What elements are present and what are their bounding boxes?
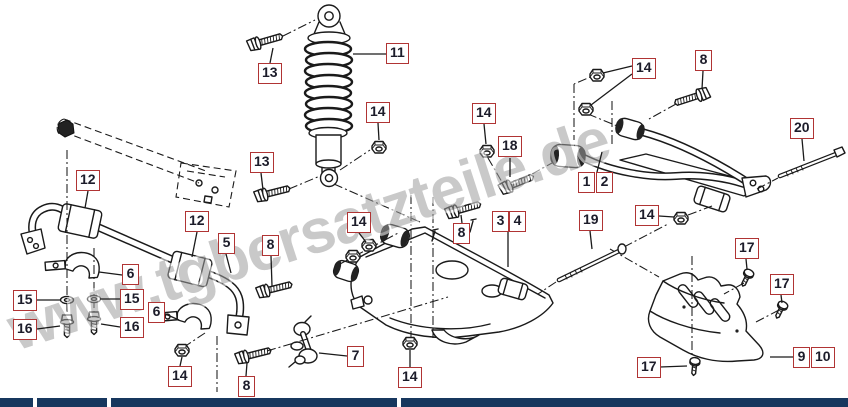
leader-line (179, 356, 183, 367)
leader-line (260, 172, 264, 191)
callout-15: 15 (120, 289, 144, 310)
leader-line (596, 151, 603, 173)
callout-19: 19 (579, 210, 603, 231)
leader-line (801, 138, 805, 162)
table-header-cell (401, 398, 848, 407)
leader-line (659, 365, 688, 368)
callout-5: 5 (218, 233, 235, 254)
stabilizer-link-drawing (288, 315, 318, 368)
callout-14: 14 (398, 367, 422, 388)
leader-line (483, 123, 487, 145)
table-header-cell (111, 398, 397, 407)
leader-line (269, 47, 274, 64)
leader-line (318, 352, 348, 357)
skid-plate-drawing (647, 272, 764, 363)
leader-line (658, 215, 675, 218)
callout-8: 8 (262, 235, 279, 256)
table-header-cell (0, 398, 33, 407)
leader-line (602, 65, 633, 74)
leader-line (84, 190, 89, 209)
callout-1: 1 (578, 172, 595, 193)
leader-line (460, 214, 463, 224)
callout-17: 17 (770, 274, 794, 295)
stabilizer-bar-drawing (20, 202, 250, 336)
callout-12: 12 (185, 211, 209, 232)
leader-line (98, 271, 123, 276)
shock-absorber-drawing (303, 4, 354, 188)
table-header-cell (37, 398, 107, 407)
callout-14: 14 (366, 102, 390, 123)
leader-line (225, 253, 232, 274)
leader-line (745, 258, 748, 270)
callout-14: 14 (347, 212, 371, 233)
callout-2: 2 (596, 172, 613, 193)
table-header-bar (0, 398, 848, 407)
callout-15: 15 (13, 290, 37, 311)
callout-16: 16 (13, 319, 37, 340)
callout-3: 3 (492, 211, 509, 232)
leader-line (377, 122, 380, 141)
callout-6: 6 (148, 302, 165, 323)
lower-control-arm-drawing (332, 218, 554, 345)
callout-13: 13 (258, 63, 282, 84)
leader-line (36, 325, 61, 330)
callout-14: 14 (635, 205, 659, 226)
callout-8: 8 (695, 50, 712, 71)
fasteners-drawing (59, 29, 846, 377)
callout-16: 16 (120, 317, 144, 338)
upper-control-arm-drawing (550, 117, 772, 213)
callout-4: 4 (509, 211, 526, 232)
callout-7: 7 (347, 346, 364, 367)
callout-12: 12 (76, 170, 100, 191)
callout-9: 9 (793, 347, 810, 368)
leader-line (100, 323, 121, 328)
leader-line (590, 73, 633, 106)
rod-19-icon (556, 243, 627, 283)
frame-crossmember-drawing (56, 118, 237, 208)
leader-line (191, 231, 198, 258)
callout-8: 8 (238, 376, 255, 397)
callout-18: 18 (498, 136, 522, 157)
rod-20-icon (777, 146, 846, 179)
callout-13: 13 (250, 152, 274, 173)
callout-20: 20 (790, 118, 814, 139)
leader-line (245, 362, 248, 377)
leader-line (780, 294, 783, 304)
callout-8: 8 (453, 223, 470, 244)
stabilizer-clamp-drawing (44, 251, 212, 330)
callout-14: 14 (168, 366, 192, 387)
callout-10: 10 (811, 347, 835, 368)
callout-17: 17 (637, 357, 661, 378)
leader-line (589, 230, 593, 250)
leader-line (358, 232, 367, 243)
callout-11: 11 (386, 43, 409, 64)
leader-line (270, 255, 273, 287)
callout-14: 14 (632, 58, 656, 79)
callout-17: 17 (735, 238, 759, 259)
leader-line (162, 312, 180, 321)
callout-6: 6 (122, 264, 139, 285)
callout-14: 14 (472, 103, 496, 124)
leader-line (701, 70, 704, 90)
